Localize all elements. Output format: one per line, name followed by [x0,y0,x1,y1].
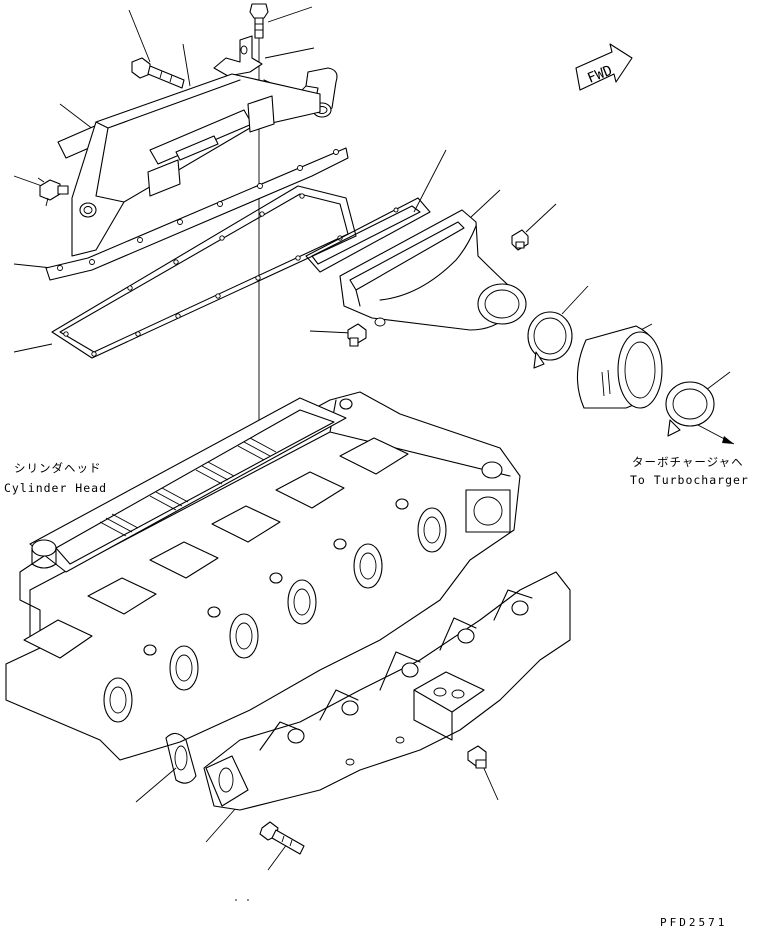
intake-cover [45,73,349,281]
manifold-bolt [259,821,305,855]
connector-hose [576,325,663,409]
hose-clamp-2 [665,381,715,437]
rocker-pad-3 [149,541,219,579]
forward-arrow: FWD [575,43,633,91]
rocker-pad-5 [275,471,345,509]
intake-grille [99,437,277,537]
drawing-code: PFD2571 [660,916,727,929]
intake-connector [339,209,527,331]
rocker-pad-1 [23,619,93,659]
cover-gasket [51,185,357,359]
plug-upper [511,229,529,251]
leader-lines [13,6,735,871]
cylinder-head [5,391,521,761]
hose-clamp-1 [527,311,573,369]
exhaust-gasket [165,732,197,784]
cylinder-head-label-jp: シリンダヘッド [14,461,102,475]
turbo-label-jp: ターボチャージャヘ [632,455,744,469]
rocker-pad-4 [211,505,281,543]
rocker-pad-6 [339,437,409,475]
top-bolt [249,3,269,39]
exhaust-manifold [203,571,571,811]
turbo-label-en: To Turbocharger [630,473,749,487]
bleed-plug [37,177,69,207]
plug-lower [347,323,367,347]
manifold-plug [467,745,487,769]
cylinder-head-label-en: Cylinder Head [4,481,107,495]
side-bolt [131,57,185,89]
pipe-bracket [213,35,263,77]
hose-elbow [263,67,338,118]
connector-gasket [305,197,431,273]
rocker-pad-2 [87,577,157,615]
